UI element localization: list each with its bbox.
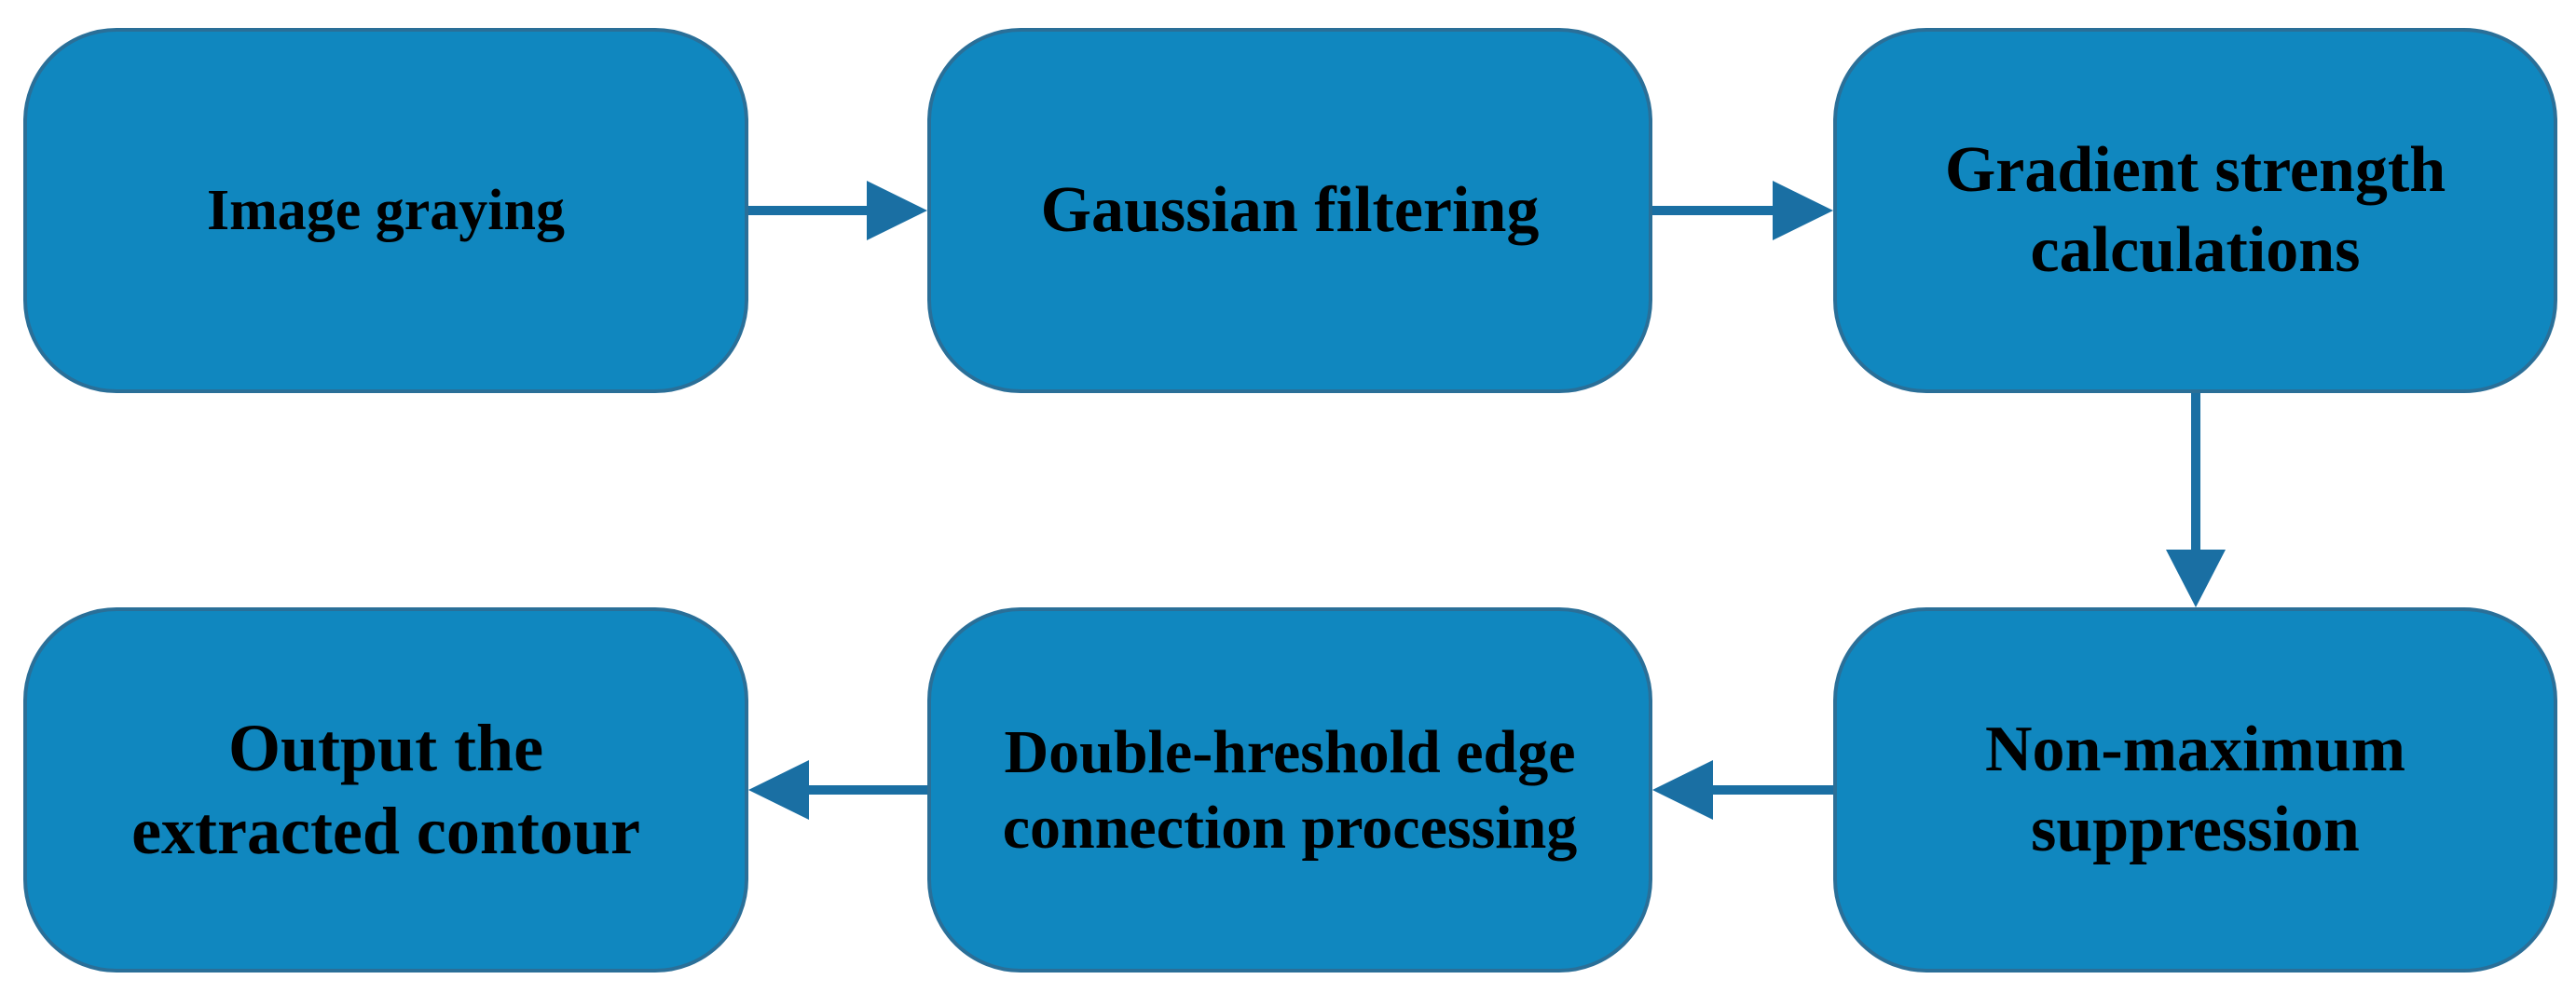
step-box-gaussian-filtering: Gaussian filtering (927, 28, 1652, 393)
step-label-line: Non-maximum (1984, 713, 2406, 785)
step-label-line: connection processing (1002, 794, 1578, 862)
step-label-output-contour: Output the extracted contour (131, 707, 640, 872)
step-label-line: Image graying (206, 178, 566, 242)
step-label-non-maximum-suppression: Non-maximum suppression (1985, 710, 2405, 870)
step-label-image-graying: Image graying (207, 175, 565, 246)
step-box-gradient-strength: Gradient strength calculations (1833, 28, 2557, 393)
step-box-image-graying: Image graying (23, 28, 748, 393)
step-box-output-contour: Output the extracted contour (23, 607, 748, 973)
step-label-gradient-strength: Gradient strength calculations (1945, 130, 2446, 291)
step-box-double-threshold: Double-hreshold edge connection processi… (927, 607, 1652, 973)
step-label-line: suppression (2031, 794, 2360, 865)
arrow-nonmax-to-double-threshold (1652, 760, 1833, 820)
step-label-line: Gradient strength (1944, 133, 2446, 206)
step-label-line: extracted contour (131, 794, 640, 868)
arrow-double-threshold-to-output (748, 760, 927, 820)
step-label-double-threshold: Double-hreshold edge connection processi… (1003, 714, 1578, 865)
arrow-gaussian-to-gradient (1652, 181, 1833, 240)
arrow-graying-to-gaussian (748, 181, 927, 240)
step-label-line: Output the (227, 711, 544, 786)
step-label-line: Double-hreshold edge (1004, 717, 1576, 786)
arrow-gradient-to-nonmax (2166, 393, 2226, 607)
step-label-line: calculations (2030, 214, 2361, 286)
step-box-non-maximum-suppression: Non-maximum suppression (1833, 607, 2557, 973)
step-label-gaussian-filtering: Gaussian filtering (1041, 170, 1540, 251)
step-label-line: Gaussian filtering (1040, 173, 1540, 246)
